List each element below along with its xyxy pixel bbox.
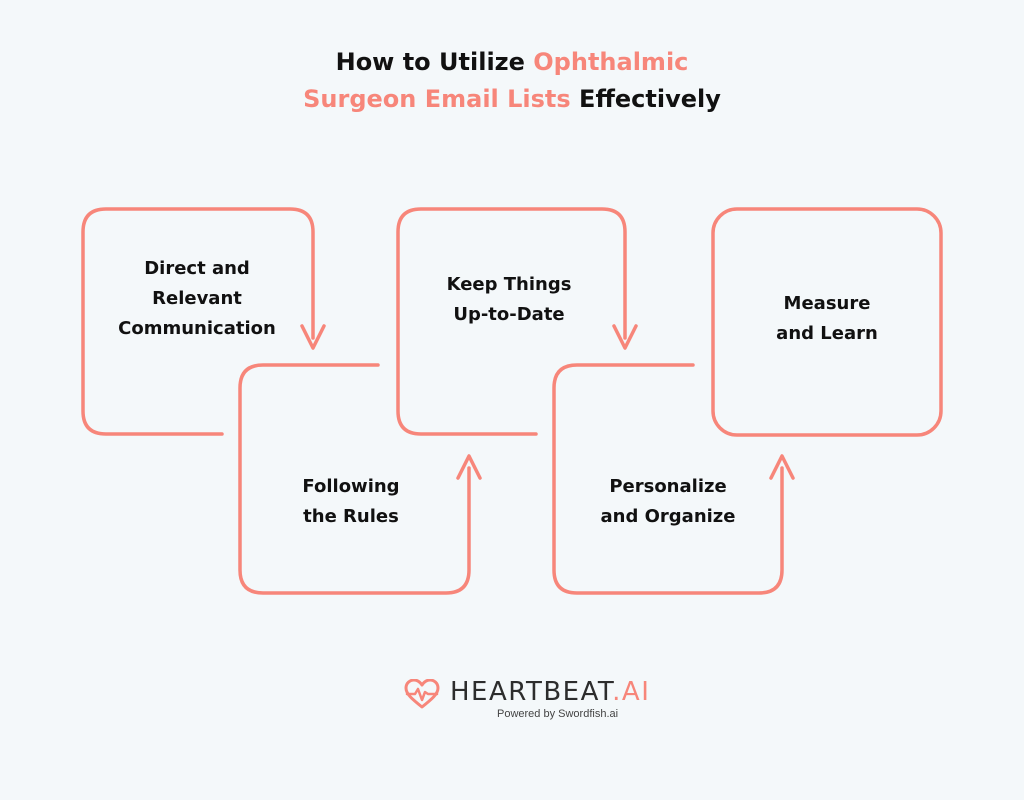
page-title: How to Utilize Ophthalmic Surgeon Email …: [0, 44, 1024, 118]
step-2-box: [238, 363, 471, 595]
step-1-box: [81, 207, 315, 436]
step-1-label: Direct and Relevant Communication: [118, 258, 276, 339]
title-line-1: How to Utilize Ophthalmic: [0, 44, 1024, 81]
step-4-label: Personalize and Organize: [600, 476, 736, 527]
step-2-label: Following the Rules: [302, 476, 400, 527]
step-5-label: Measure and Learn: [776, 293, 878, 344]
title-accent: Surgeon Email Lists: [303, 85, 571, 113]
step-1-arrow-icon: [300, 324, 326, 350]
powered-by-text: Powered by Swordfish.ai: [497, 708, 619, 720]
step-4-arrow-icon: [769, 454, 795, 480]
step-5-box: [711, 207, 943, 437]
brand-footer: HEARTBEAT.AI Powered by Swordfish.ai: [404, 677, 649, 725]
step-3-arrow-icon: [612, 324, 638, 350]
heart-pulse-icon: [404, 679, 440, 709]
title-line-2: Surgeon Email Lists Effectively: [0, 81, 1024, 118]
step-3-box: [396, 207, 627, 436]
step-4-box: [552, 363, 784, 595]
step-3-label: Keep Things Up-to-Date: [446, 274, 572, 325]
brand-logo-text: HEARTBEAT.AI: [450, 677, 651, 707]
title-accent: Ophthalmic: [533, 48, 689, 76]
title-text: Effectively: [570, 85, 721, 113]
step-2-arrow-icon: [456, 454, 482, 480]
title-text: How to Utilize: [335, 48, 534, 76]
